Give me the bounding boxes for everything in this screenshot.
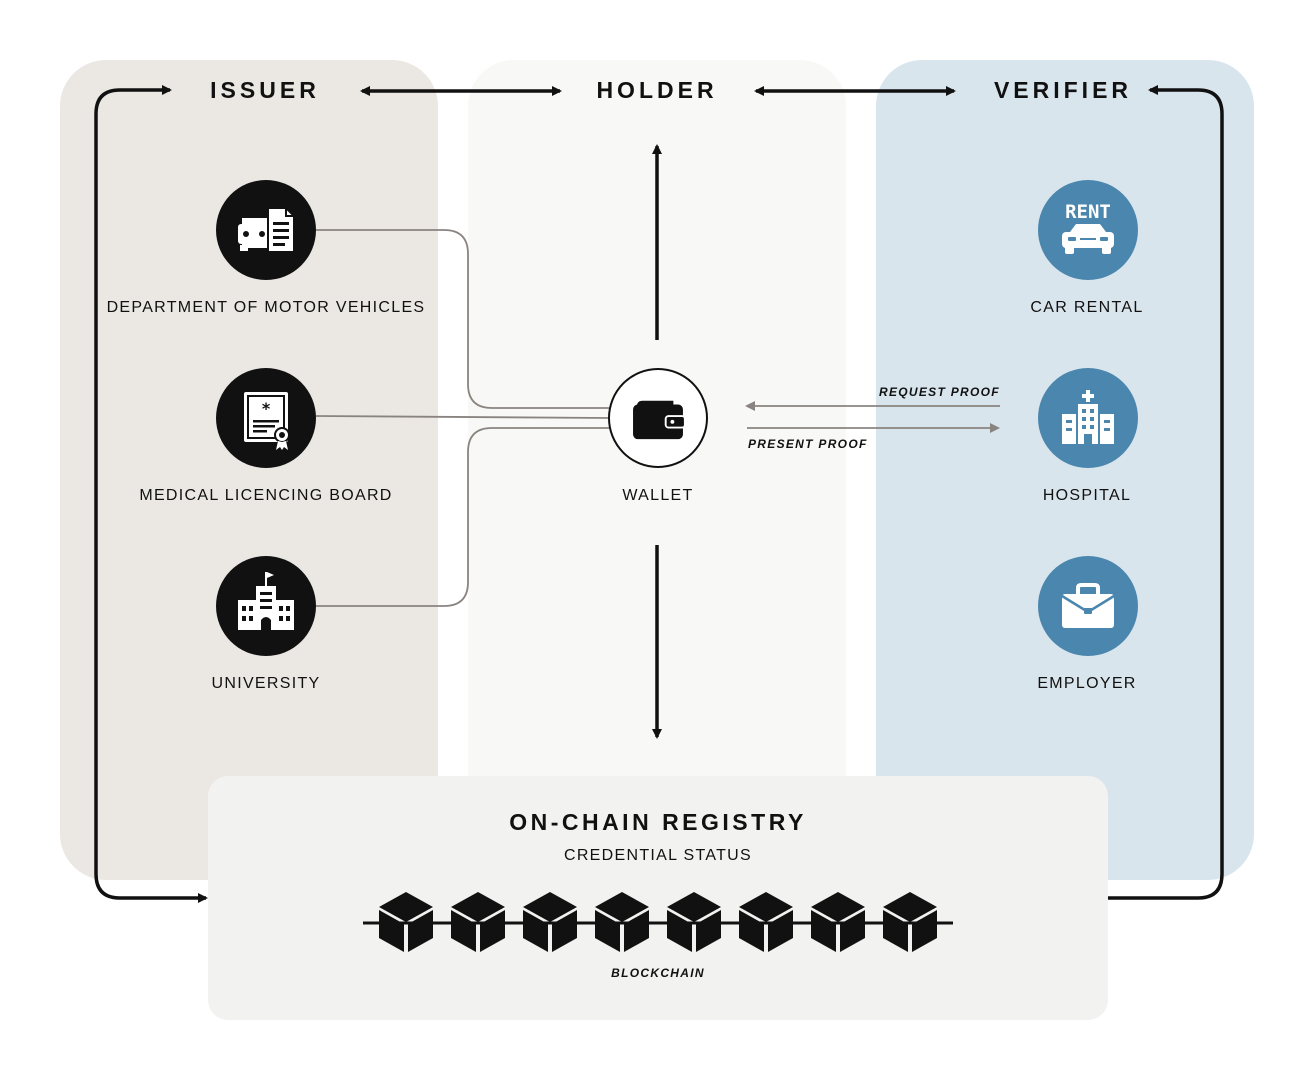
verifier-title: VERIFIER bbox=[993, 77, 1133, 103]
dmv-node[interactable] bbox=[216, 180, 316, 280]
vehicle-document-icon bbox=[238, 207, 295, 253]
svg-text:*: * bbox=[262, 399, 271, 418]
briefcase-icon bbox=[1061, 583, 1115, 628]
block-cube-icon bbox=[451, 892, 505, 952]
request-proof-label: REQUEST PROOF bbox=[879, 385, 1000, 399]
medical-certificate-icon: * bbox=[244, 392, 290, 450]
hospital-icon bbox=[1062, 390, 1114, 444]
blockchain-label: BLOCKCHAIN bbox=[611, 966, 705, 980]
university-connector-line bbox=[316, 427, 609, 607]
holder-title: HOLDER bbox=[596, 77, 718, 103]
verifier-label-employer: EMPLOYER bbox=[1037, 675, 1137, 692]
block-cube-icon bbox=[523, 892, 577, 952]
issuer-label-dmv: DEPARTMENT OF MOTOR VEHICLES bbox=[106, 299, 426, 316]
dmv-connector-line bbox=[316, 229, 609, 409]
block-cube-icon bbox=[595, 892, 649, 952]
registry-title: ON-CHAIN REGISTRY bbox=[509, 809, 807, 835]
issuer-label-university: UNIVERSITY bbox=[211, 675, 321, 692]
issuer-label-medical: MEDICAL LICENCING BOARD bbox=[139, 487, 393, 504]
hospital-node[interactable] bbox=[1038, 368, 1138, 468]
medical-board-node[interactable]: * bbox=[216, 368, 316, 468]
verifier-label-car-rental: CAR RENTAL bbox=[1030, 299, 1144, 316]
university-node[interactable] bbox=[216, 556, 316, 656]
block-cube-icon bbox=[883, 892, 937, 952]
rent-badge-text: RENT bbox=[1065, 201, 1111, 223]
registry-subtitle: CREDENTIAL STATUS bbox=[563, 847, 753, 864]
verifier-label-hospital: HOSPITAL bbox=[1042, 487, 1132, 504]
medical-connector-line bbox=[315, 415, 610, 419]
block-cube-icon bbox=[667, 892, 721, 952]
registry-panel bbox=[208, 776, 1108, 1020]
block-cube-icon bbox=[739, 892, 793, 952]
holder-label-wallet: WALLET bbox=[622, 487, 694, 504]
wallet-node[interactable] bbox=[608, 368, 708, 468]
issuer-loop-arrow bbox=[94, 85, 208, 903]
block-cube-icon bbox=[811, 892, 865, 952]
present-proof-label: PRESENT PROOF bbox=[748, 437, 868, 451]
car-rental-icon: RENT bbox=[1062, 201, 1114, 254]
block-cube-icon bbox=[379, 892, 433, 952]
blockchain-chain bbox=[363, 892, 953, 952]
verifier-loop-arrow bbox=[1108, 85, 1224, 900]
issuer-title: ISSUER bbox=[210, 77, 320, 103]
car-rental-node[interactable]: RENT bbox=[1038, 180, 1138, 280]
wallet-icon bbox=[633, 400, 686, 440]
university-building-icon bbox=[238, 572, 294, 630]
employer-node[interactable] bbox=[1038, 556, 1138, 656]
